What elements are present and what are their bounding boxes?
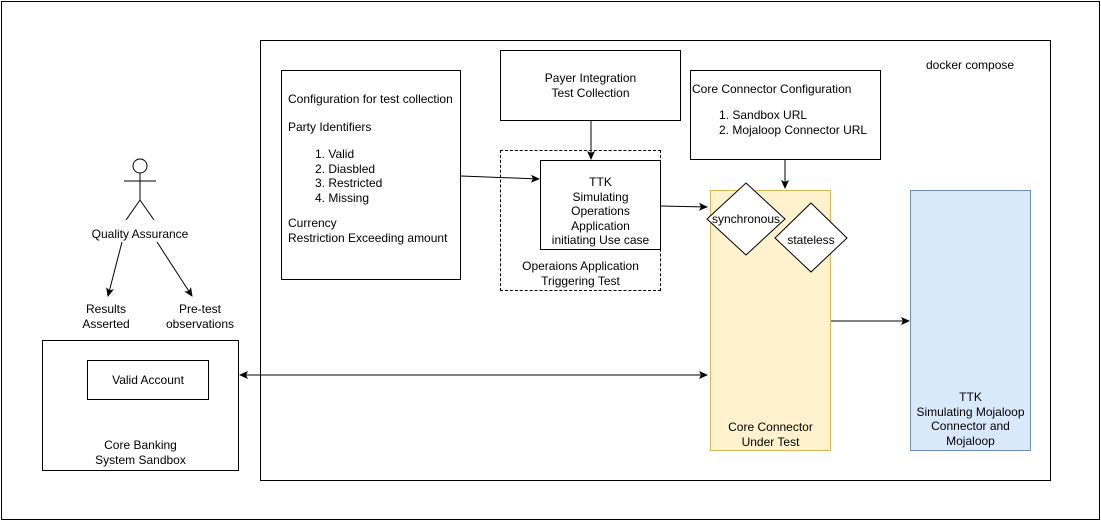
restriction-label: Restriction Exceeding amount [288, 231, 448, 245]
operations-application-label: Operaions Application Triggering Test [500, 259, 661, 288]
pretest-line-2: observations [165, 316, 235, 331]
ttk-mojaloop-line-1: TTK [959, 390, 982, 404]
ttk-mojaloop-line-4: Mojaloop [946, 433, 995, 448]
results-line-2: Asserted [82, 316, 130, 331]
core-connector-line-2: Under Test [741, 434, 800, 449]
ttk-sim-line-4: Application [571, 218, 630, 233]
synchronous-diamond [706, 182, 786, 256]
ops-line-1: Operaions Application [522, 259, 639, 273]
party-item: 4. Missing [315, 190, 370, 205]
ttk-sim-line-1: TTK [589, 175, 612, 189]
results-asserted-label: Results Asserted [66, 302, 146, 331]
ttk-mojaloop-line-2: Simulating Mojaloop [916, 404, 1025, 419]
pretest-line-1: Pre-test [178, 302, 221, 316]
cc-config-item: 1. Sandbox URL [719, 108, 808, 122]
core-banking-line-2: System Sandbox [95, 452, 186, 467]
stateless-label: stateless [787, 233, 835, 247]
payer-line-1: Payer Integration [544, 71, 637, 85]
test-config-box [281, 70, 461, 280]
ops-line-2: Triggering Test [541, 273, 620, 288]
actor-label: Quality Assurance [91, 227, 189, 241]
docker-compose-container [260, 40, 1051, 481]
ttk-mojaloop-simulator-box [910, 190, 1031, 451]
party-identifiers-heading: Party Identifiers [288, 120, 372, 134]
ttk-operations-simulator-label: TTK Simulating Operations Application in… [540, 175, 661, 248]
core-connector-config-box [690, 70, 881, 160]
party-item: 1. Valid [315, 147, 355, 161]
currency-label: Currency [288, 216, 337, 230]
core-banking-label: Core Banking System Sandbox [42, 438, 239, 467]
core-connector-line-1: Core Connector [728, 420, 813, 434]
test-config-title: Configuration for test collection [288, 92, 453, 106]
cc-config-item: 2. Mojaloop Connector URL [719, 122, 868, 137]
party-item: 3. Restricted [315, 176, 383, 190]
synchronous-label: synchronous [711, 212, 781, 226]
results-line-1: Results [85, 302, 126, 316]
valid-account-box: Valid Account [87, 360, 209, 400]
ttk-sim-line-5: initiating Use case [551, 233, 650, 247]
payer-integration-label: Payer Integration Test Collection [500, 71, 681, 100]
payer-integration-box [500, 50, 681, 121]
arrow-ttk-to-core-connector [660, 202, 708, 211]
ttk-sim-line-2: Simulating [572, 189, 629, 204]
quality-assurance-actor-icon [124, 158, 156, 221]
payer-line-2: Test Collection [551, 85, 630, 100]
pretest-observations-label: Pre-test observations [160, 302, 240, 331]
arrow-qa-to-pretest [156, 241, 193, 297]
docker-compose-label: docker compose [926, 58, 1015, 72]
core-connector-label: Core Connector Under Test [710, 420, 831, 449]
valid-account-label: Valid Account [112, 373, 184, 387]
party-identifiers-list: 1. Valid 2. Diasbled 3. Restricted 4. Mi… [315, 147, 382, 205]
ttk-operations-simulator-box [540, 160, 661, 250]
core-banking-line-1: Core Banking [104, 438, 177, 452]
ttk-mojaloop-line-3: Connector and [931, 419, 1010, 433]
ttk-sim-line-3: Operations [571, 204, 630, 218]
arrow-qa-to-results [106, 241, 123, 297]
party-item: 2. Diasbled [315, 161, 376, 176]
core-connector-config-list: 1. Sandbox URL 2. Mojaloop Connector URL [719, 108, 867, 137]
core-connector-config-title: Core Connector Configuration [692, 82, 852, 96]
ttk-mojaloop-label: TTK Simulating Mojaloop Connector and Mo… [905, 390, 1036, 448]
stateless-diamond [774, 202, 848, 273]
